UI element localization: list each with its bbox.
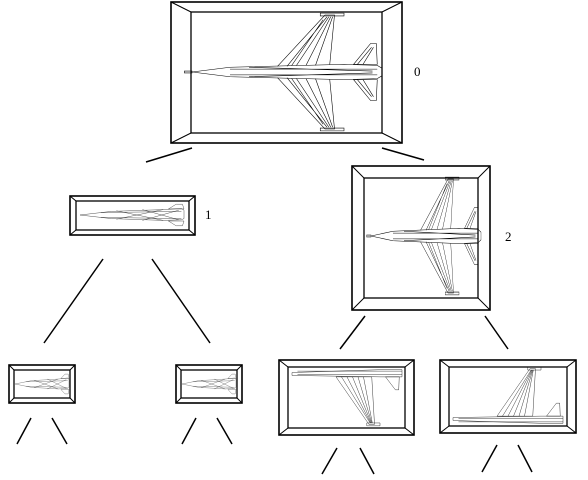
node-2: 2	[351, 165, 512, 311]
node-3	[8, 364, 76, 404]
edge-0-2	[381, 147, 425, 161]
node-1-label: 1	[205, 207, 212, 222]
node-0: 0	[170, 1, 421, 144]
tree-edges	[16, 147, 533, 475]
edge-3-right	[51, 417, 68, 445]
edge-2-5	[339, 315, 366, 350]
node-0-inner-box	[190, 11, 383, 134]
edge-2-6	[484, 315, 509, 350]
node-2-label: 2	[505, 229, 512, 244]
node-5	[278, 359, 415, 436]
node-0-label: 0	[414, 64, 421, 79]
edge-6-right	[517, 444, 533, 473]
edge-1-4	[151, 258, 211, 344]
edge-1-3	[43, 258, 104, 344]
edge-5-left	[321, 447, 338, 475]
edge-0-1	[145, 147, 193, 163]
node-1: 1	[69, 195, 212, 236]
node-3-inner-box	[13, 369, 71, 399]
edge-3-left	[16, 417, 32, 445]
edge-4-left	[181, 417, 197, 445]
node-4	[175, 364, 243, 404]
edge-5-right	[359, 447, 375, 475]
node-1-inner-box	[75, 200, 190, 231]
node-4-inner-box	[180, 369, 238, 399]
node-6	[439, 359, 577, 434]
edge-4-right	[216, 417, 233, 445]
edge-6-left	[481, 444, 498, 473]
